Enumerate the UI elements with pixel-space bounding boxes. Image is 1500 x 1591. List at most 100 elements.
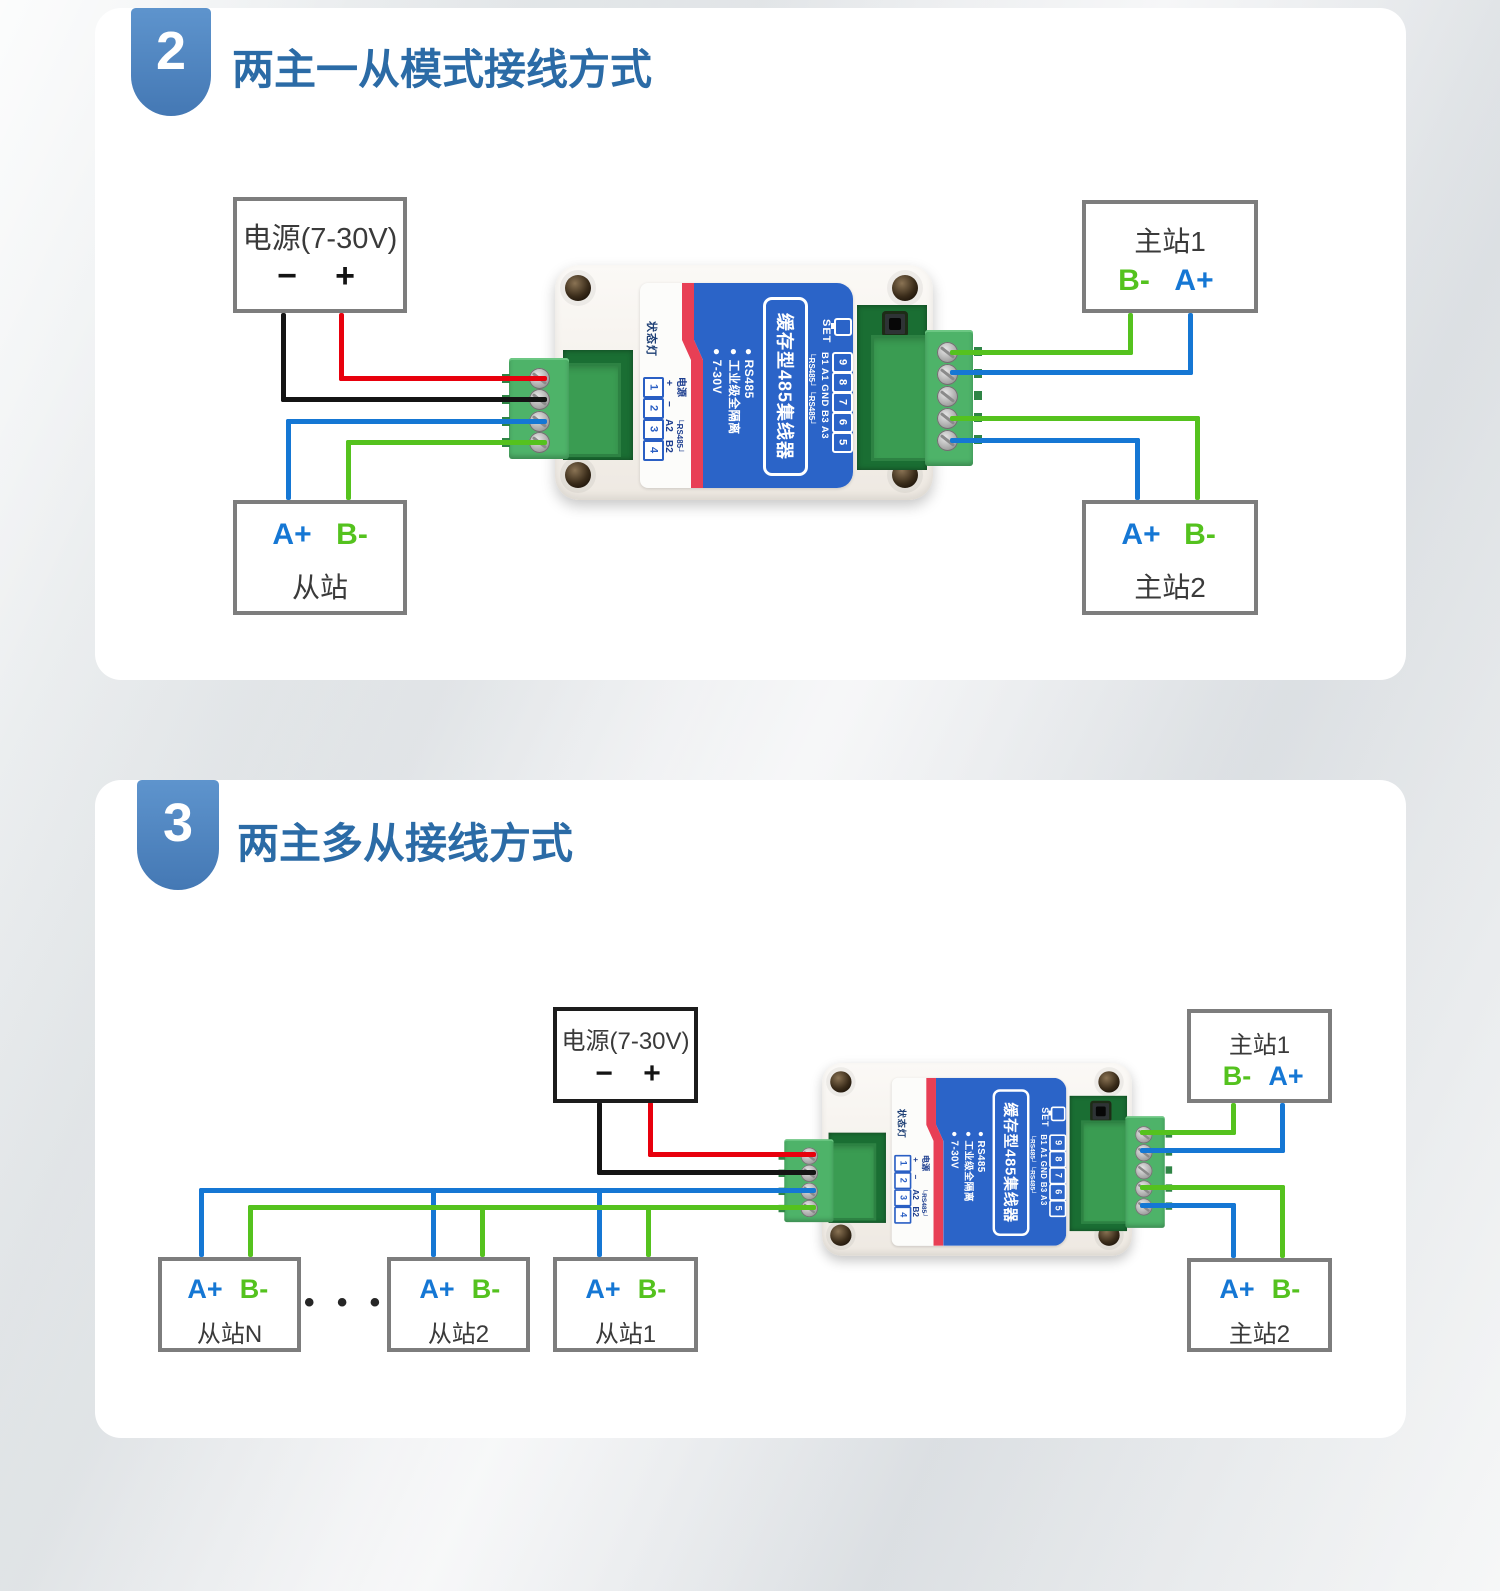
slave1-b-label: B-	[637, 1274, 667, 1304]
power-terminal-1: 1	[894, 1154, 912, 1173]
b2-label: B2	[910, 1206, 920, 1217]
power-minus: −	[595, 1057, 613, 1090]
section-3-title: 两主多从接线方式	[237, 820, 574, 867]
wire-slave-b	[346, 440, 547, 445]
plus-sign-label: +	[910, 1157, 920, 1163]
master2-b-label: B-	[1271, 1274, 1301, 1304]
port-icon	[1048, 1106, 1066, 1122]
wire-master1-a	[1140, 1148, 1285, 1153]
slaveN-b-label: B-	[239, 1274, 269, 1304]
power-group-label: 电源	[675, 377, 686, 397]
bus-terminal-7: 7	[1049, 1167, 1067, 1185]
master2-title: 主站2	[1134, 572, 1206, 603]
wire-master2-b	[950, 416, 1200, 421]
slave2-box: A+ B- 从站2	[387, 1257, 530, 1352]
wire-power-plus	[339, 376, 547, 381]
slave1-title: 从站1	[594, 1321, 657, 1348]
terminal-screw-gnd	[937, 386, 958, 407]
power-terminal-2: 2	[643, 398, 664, 419]
feature-voltage: ● 7-30V	[710, 348, 724, 395]
corner-screw	[565, 275, 591, 301]
product-title: 缓存型485集线器	[774, 312, 795, 461]
terminal-screw-gnd	[1135, 1162, 1153, 1180]
wire-master1-a	[950, 370, 1193, 375]
wire-slave-a	[286, 419, 547, 424]
minus-sign-label: −	[910, 1174, 920, 1180]
product-title: 缓存型485集线器	[1001, 1102, 1019, 1223]
set-button	[882, 311, 908, 337]
feature-rs485: ● RS485	[975, 1131, 987, 1173]
terminal-nub	[974, 391, 982, 400]
slaveN-a-label: A+	[187, 1274, 223, 1304]
wire-bus-a-drop-slave2	[431, 1188, 436, 1257]
bus-terminal-socket	[1081, 1120, 1129, 1224]
bus-terminal-7: 7	[832, 392, 853, 413]
device-label: 状态灯 1 2 3 4 + − A2 B2 电源 └RS485┘ ● RS485…	[640, 283, 853, 488]
master2-a-label: A+	[1121, 518, 1161, 551]
wire-power-minus	[597, 1102, 602, 1175]
terminal-screw-a3	[937, 430, 958, 451]
bus-terminal-8: 8	[1049, 1150, 1067, 1168]
master2-title: 主站2	[1228, 1321, 1291, 1348]
set-label: SET	[820, 319, 832, 344]
power-terminal-3: 3	[643, 419, 664, 440]
bus-terminal-labels: B1 A1 GND B3 A3	[1038, 1134, 1048, 1206]
wire-master2-b	[1140, 1185, 1285, 1190]
terminal-screw-b1	[937, 342, 958, 363]
wire-master1-b	[1231, 1103, 1236, 1135]
label-blue-panel	[694, 283, 853, 488]
wire-master2-a	[950, 438, 1140, 443]
master1-b-label: B-	[1118, 264, 1150, 297]
wire-master2-a	[1135, 438, 1140, 500]
power-terminal-4: 4	[894, 1206, 912, 1224]
corner-screw	[892, 275, 918, 301]
master2-b-label: B-	[1184, 518, 1216, 551]
wire-master2-b	[1195, 416, 1200, 500]
wire-bus-b	[248, 1205, 816, 1210]
bus-terminal-socket	[871, 335, 929, 461]
wire-master1-a	[1280, 1103, 1285, 1153]
section-2-title: 两主一从模式接线方式	[232, 46, 653, 93]
wire-bus-b-drop-slave2	[480, 1205, 485, 1257]
port-icon	[831, 318, 852, 336]
status-led-label: 状态灯	[645, 321, 657, 357]
power-title: 电源(7-30V)	[561, 1028, 690, 1055]
slave-b-label: B-	[336, 518, 368, 551]
minus-sign-label: −	[663, 401, 674, 407]
wire-master2-a	[1140, 1203, 1236, 1208]
wire-bus-a	[199, 1188, 816, 1193]
bus-rs485-brackets: └RS485┘ └RS485┘	[1028, 1134, 1037, 1195]
wire-power-minus	[281, 313, 286, 402]
power-terminal-2: 2	[894, 1172, 912, 1190]
rs485-hub-device: 状态灯 1 2 3 4 + − A2 B2 电源 └RS485┘ ● RS485…	[502, 265, 982, 500]
feature-isolation: ● 工业级全隔离	[727, 348, 741, 435]
master1-box: 主站1 B- A+	[1187, 1009, 1332, 1103]
b2-label: B2	[663, 440, 674, 453]
section-3-badge: 3	[137, 780, 219, 890]
wire-master1-a	[1188, 313, 1193, 375]
slave-box: A+ B- 从站	[233, 500, 407, 615]
slave1-a-label: A+	[585, 1274, 621, 1304]
rs485-hub-device: 状态灯 1 2 3 4 + − A2 B2 电源 └RS485┘ ● RS485…	[778, 1063, 1173, 1256]
wire-power-minus	[281, 397, 547, 402]
a2-label: A2	[910, 1189, 920, 1200]
terminal-screw-a1	[937, 364, 958, 385]
feature-voltage: ● 7-30V	[949, 1131, 961, 1169]
bus-terminal-5: 5	[1049, 1199, 1067, 1218]
bus-terminal-labels: B1 A1 GND B3 A3	[819, 352, 830, 440]
wire-bus-b-drop-slave1	[646, 1205, 651, 1257]
power-terminal-3: 3	[894, 1189, 912, 1207]
power-supply-box: 电源(7-30V) − +	[233, 197, 407, 313]
feature-isolation: ● 工业级全隔离	[963, 1131, 975, 1203]
wire-bus-a-drop-slaveN	[199, 1188, 204, 1257]
wire-master1-b	[950, 350, 1133, 355]
wire-master2-a	[1231, 1203, 1236, 1258]
master1-b-label: B-	[1222, 1061, 1252, 1091]
master2-a-label: A+	[1219, 1274, 1255, 1304]
bus-terminal-6: 6	[832, 412, 853, 433]
wire-master1-b	[1128, 313, 1133, 355]
slave2-title: 从站2	[427, 1321, 490, 1348]
product-title-frame: 缓存型485集线器	[992, 1089, 1030, 1237]
ellipsis-dots: • • •	[304, 1286, 388, 1319]
wire-power-plus	[339, 313, 344, 381]
